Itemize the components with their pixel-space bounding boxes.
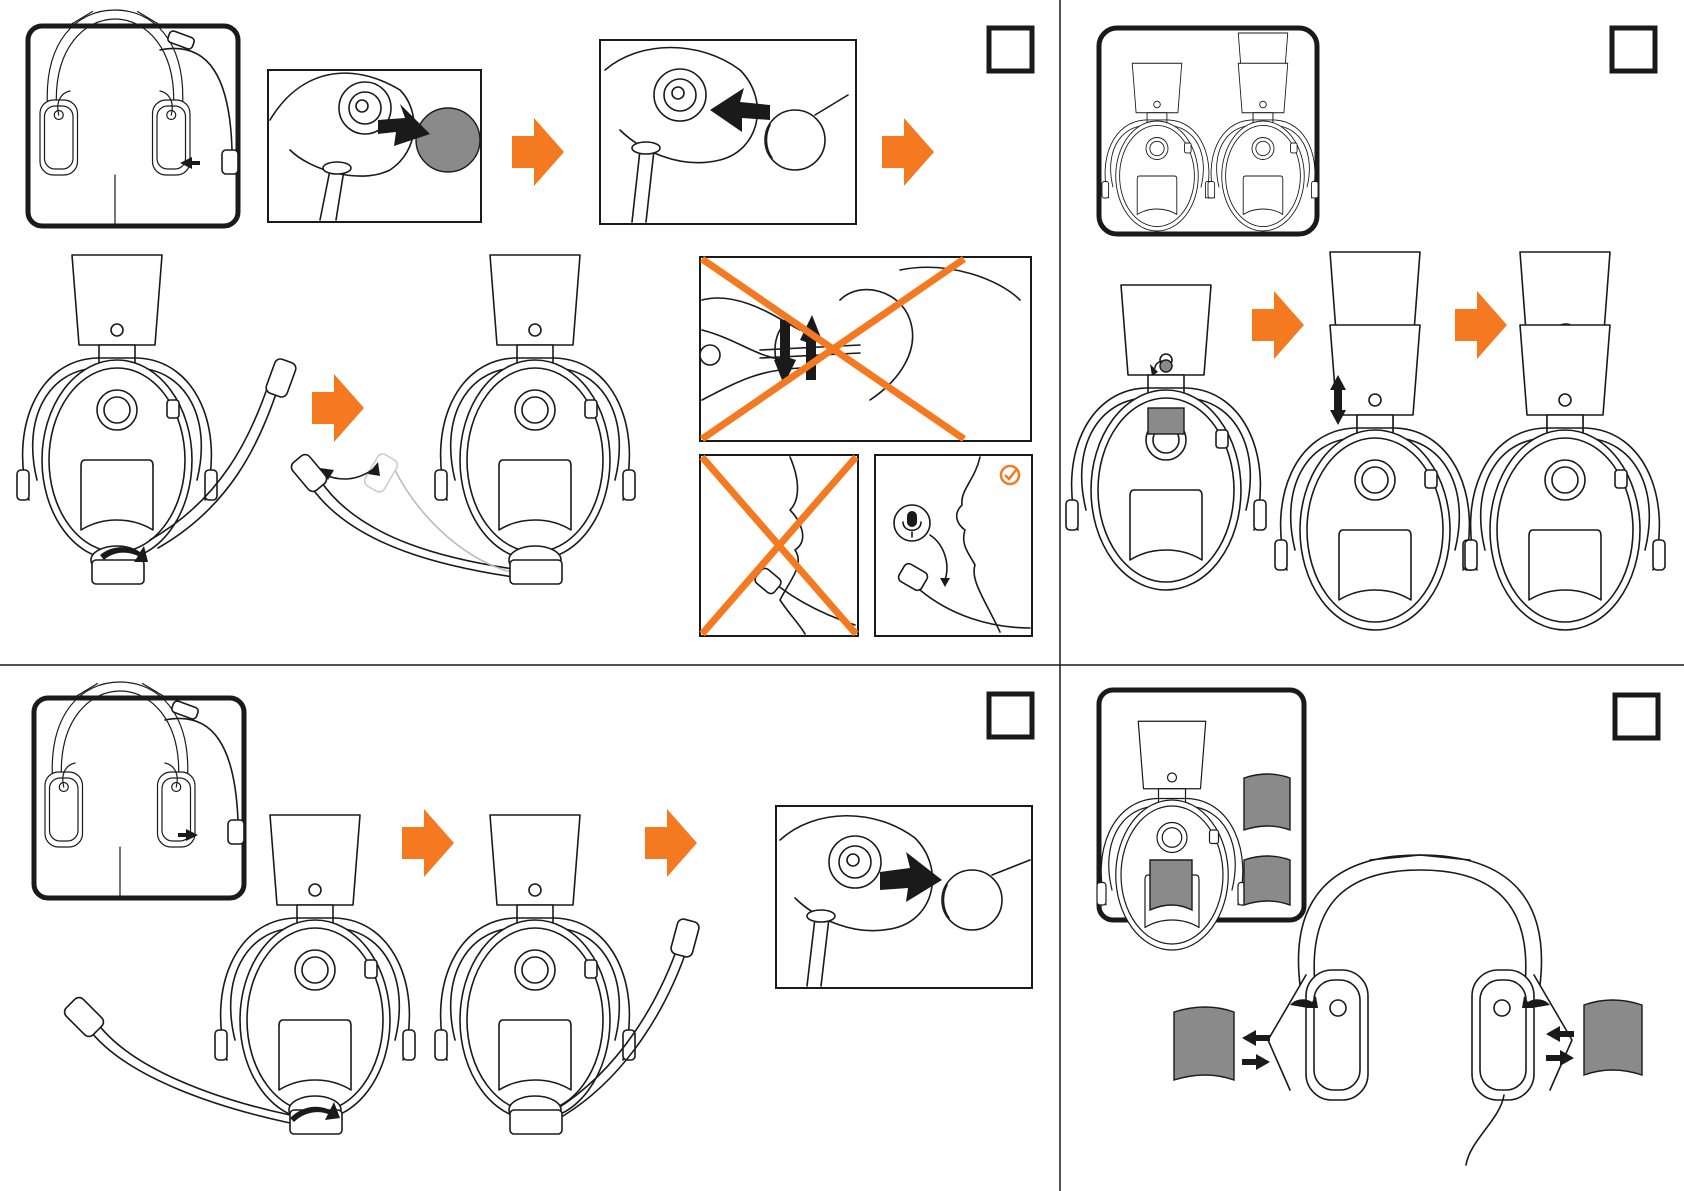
headset-rotate-mic-out [62,815,415,1134]
step-arrow-icon [1455,291,1507,359]
step-checkbox[interactable] [989,28,1032,71]
step-arrow-icon [882,118,934,186]
panel-mic-remove [34,682,1032,1134]
headband-loosen-screw [1066,285,1266,590]
inset-headband-thumbnail [1099,28,1318,234]
step-checkbox[interactable] [1615,695,1658,738]
headset-rotate-mic [17,255,297,584]
wrong-bend-illustration [700,257,1031,441]
step-arrow-icon [402,809,454,877]
inset-headset-thumbnail [34,682,244,900]
step-arrow-icon [312,374,364,442]
closeup-insert-mic [600,40,856,224]
right-pad [1546,1000,1642,1075]
wrong-position-illustration [700,455,858,636]
panel-headband-adjust [1066,28,1665,630]
step-arrow-icon [645,809,697,877]
step-checkbox[interactable] [989,694,1032,737]
closeup-pull-mic [776,806,1032,988]
step-arrow-icon [512,118,564,186]
step-checkbox[interactable] [1612,28,1655,71]
panel-ear-pad-replace [1097,690,1658,1165]
step-arrow-icon [1252,291,1304,359]
headband-tighten-screw [1465,252,1665,630]
headset-full-pads [1268,855,1572,1165]
inset-pads-thumbnail [1097,690,1304,950]
check-icon [1001,466,1019,484]
correct-position-illustration [875,455,1032,636]
left-pad [1174,1007,1270,1080]
headband-slide [1275,252,1475,630]
headset-mic-up [435,815,700,1134]
panel-mic-attach [17,10,1032,636]
inset-headset-thumbnail [28,10,238,228]
closeup-remove-cap [268,70,481,222]
